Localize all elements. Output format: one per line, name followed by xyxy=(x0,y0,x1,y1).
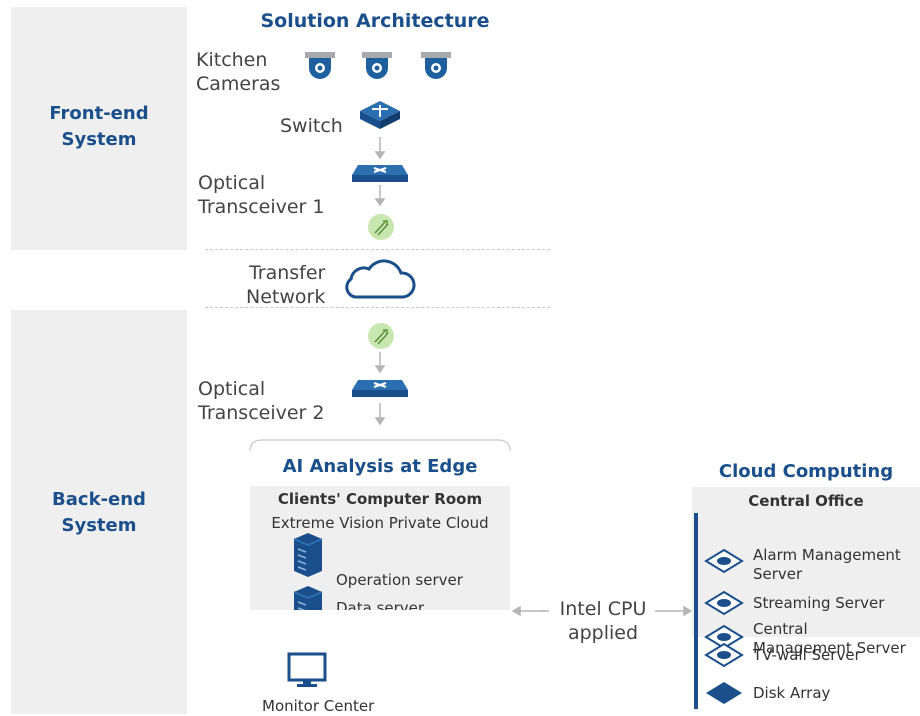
edge-room-label: Clients' Computer Room xyxy=(277,490,483,508)
edge-panel xyxy=(250,486,510,610)
server-diamond-icon-2 xyxy=(704,590,744,616)
tv-wall-server-icon xyxy=(704,642,744,668)
optical-link-icon-1 xyxy=(368,214,394,240)
cloud-icon xyxy=(345,259,416,299)
camera-icon-3 xyxy=(421,52,451,79)
central-office-label: Central Office xyxy=(748,492,864,510)
optical-link-icon-2 xyxy=(368,323,394,349)
edge-title: AI Analysis at Edge xyxy=(282,456,478,477)
edge-cloud-label: Extreme Vision Private Cloud xyxy=(271,514,489,532)
server-diamond-icon-3 xyxy=(704,624,744,650)
disk-array-icon xyxy=(706,682,742,704)
operation-server-label: Operation server xyxy=(336,571,463,589)
separator-bottom xyxy=(205,307,550,308)
separator-top xyxy=(205,249,550,250)
server-icon-1 xyxy=(293,533,323,577)
tv-wall-server-label: TV-wall Server xyxy=(753,646,861,664)
cloud-computing-title: Cloud Computing xyxy=(718,461,894,482)
server-diamond-icon-1 xyxy=(704,548,744,574)
camera-icon-2 xyxy=(362,52,392,79)
streaming-server-label: Streaming Server xyxy=(753,594,885,612)
cloud-vertical-bar xyxy=(694,513,698,709)
camera-icon-1 xyxy=(305,52,335,79)
monitor-icon xyxy=(287,652,327,687)
optical-transceiver-1-icon xyxy=(352,165,408,182)
back-end-panel xyxy=(11,310,187,714)
optical-transceiver-2-icon xyxy=(352,380,408,397)
front-end-panel xyxy=(11,7,187,250)
switch-icon xyxy=(360,101,400,129)
switch-label: Switch xyxy=(280,115,343,137)
disk-array-label: Disk Array xyxy=(753,684,831,702)
page-title: Solution Architecture xyxy=(260,10,490,32)
monitor-center-label: Monitor Center xyxy=(262,697,375,715)
